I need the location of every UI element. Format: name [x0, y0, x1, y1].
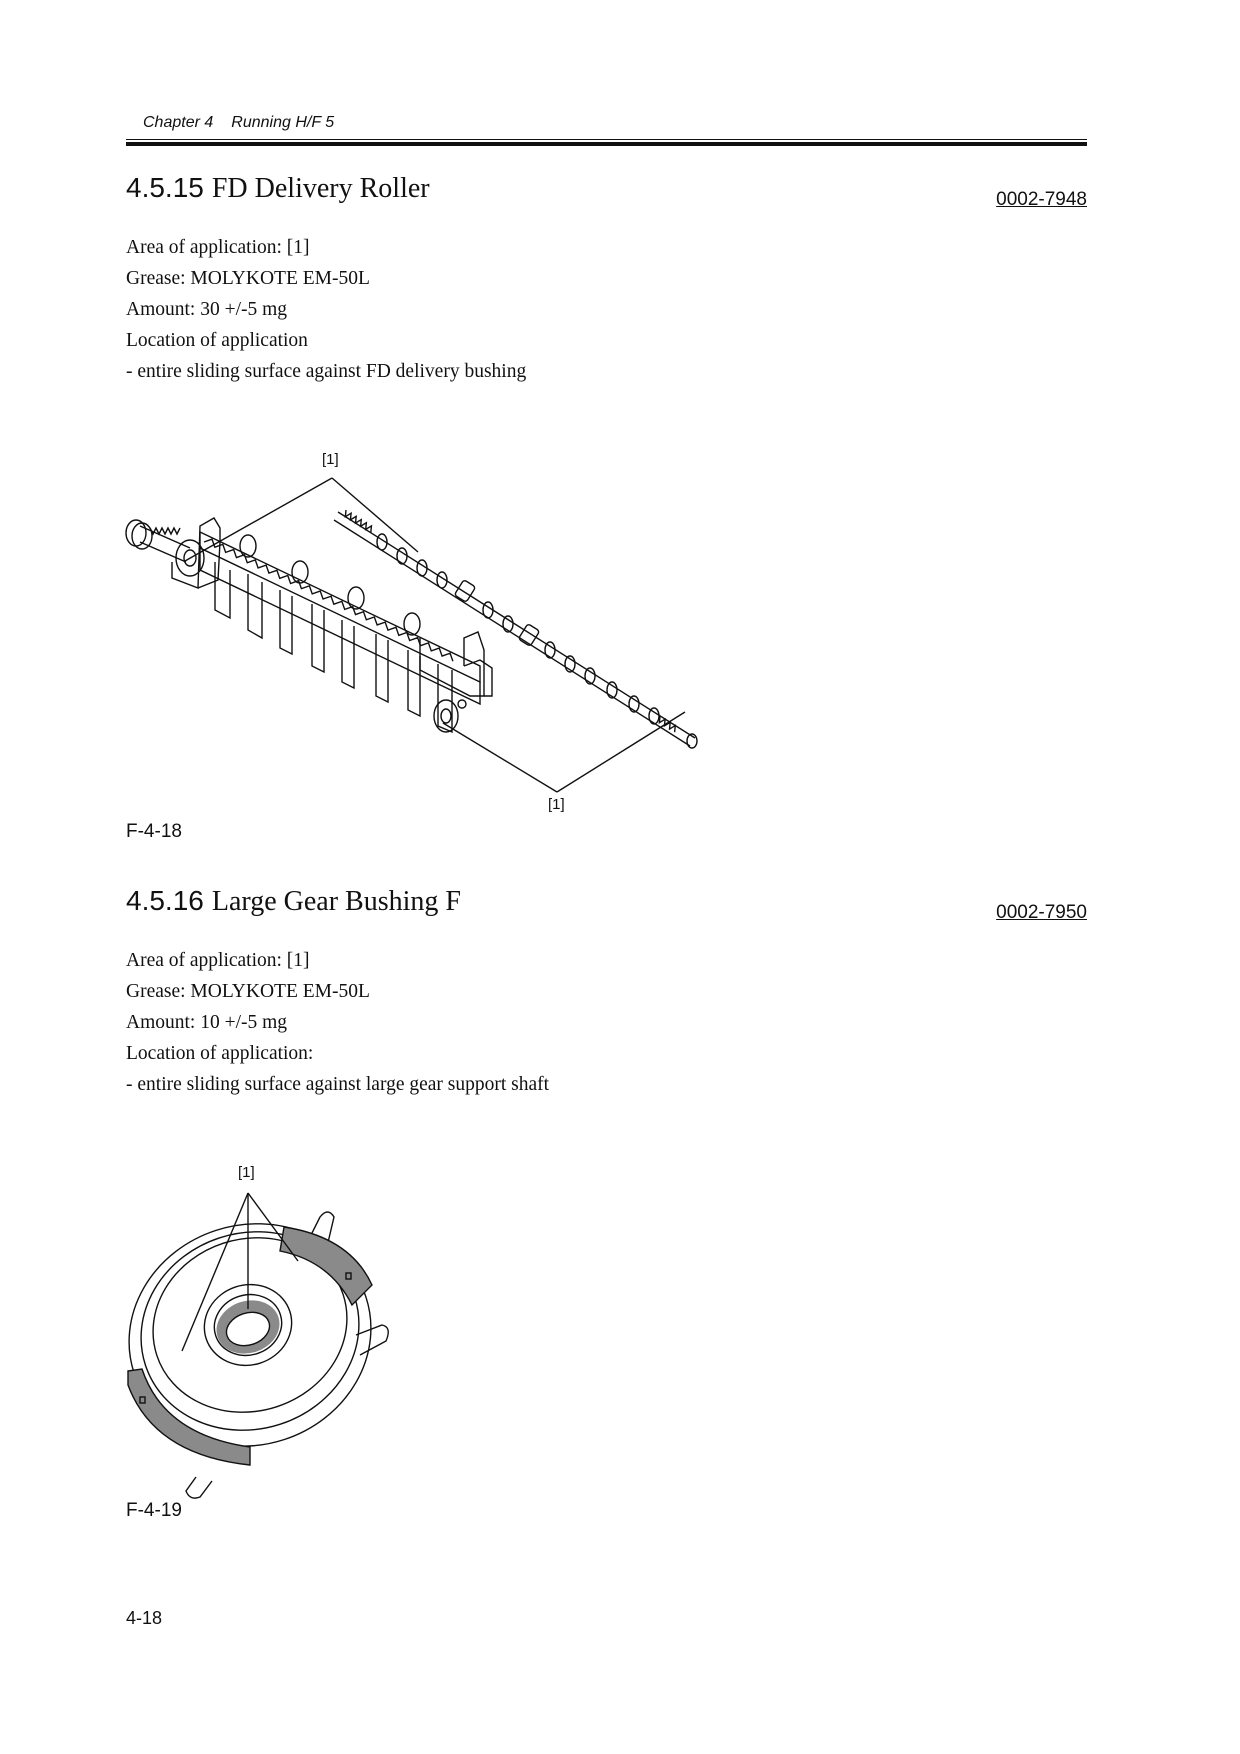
section-code: 0002-7948 [996, 189, 1087, 210]
header-rule-thick [126, 142, 1087, 146]
body-line: Amount: 30 +/-5 mg [126, 299, 288, 320]
body-line: Location of application: [126, 1043, 314, 1064]
body-line: - entire sliding surface against FD deli… [126, 361, 527, 382]
body-line: Area of application: [1] [126, 950, 310, 971]
leader-line [181, 1192, 249, 1352]
body-line: Amount: 10 +/-5 mg [126, 1012, 288, 1033]
figure-label: F-4-18 [126, 821, 182, 842]
callout-label: [1] [322, 451, 339, 468]
section-title: FD Delivery Roller [211, 173, 430, 204]
section-body: Area of application: [1] Grease: MOLYKOT… [126, 232, 526, 387]
fd-delivery-roller-drawing [125, 477, 698, 793]
section-body: Area of application: [1] Grease: MOLYKOT… [126, 945, 549, 1100]
section-title: Large Gear Bushing F [211, 886, 461, 917]
leader-line [331, 477, 419, 553]
body-line: Area of application: [1] [126, 237, 310, 258]
leader-line [247, 1192, 299, 1262]
page-number: 4-18 [126, 1608, 163, 1628]
section-number: 4.5.15 [126, 172, 204, 203]
body-line: - entire sliding surface against large g… [126, 1074, 550, 1095]
callout-label: [1] [238, 1164, 255, 1181]
body-line: Grease: MOLYKOTE EM-50L [126, 268, 370, 289]
header-title: Running H/F 5 [231, 114, 335, 131]
body-line: Location of application [126, 330, 308, 351]
body-line: Grease: MOLYKOTE EM-50L [126, 981, 370, 1002]
leader-line [556, 711, 686, 793]
header-chapter: Chapter 4 [143, 114, 214, 131]
header-rule-thin [126, 139, 1087, 140]
leader-line [442, 722, 558, 793]
callout-label: [1] [548, 796, 565, 813]
figure-label: F-4-19 [126, 1500, 182, 1521]
leader-line [184, 477, 333, 562]
large-gear-bushing-drawing [127, 1192, 389, 1499]
running-header: Chapter 4 Running H/F 5 [143, 114, 334, 132]
section-code: 0002-7950 [996, 902, 1087, 923]
section-number: 4.5.16 [126, 885, 204, 916]
